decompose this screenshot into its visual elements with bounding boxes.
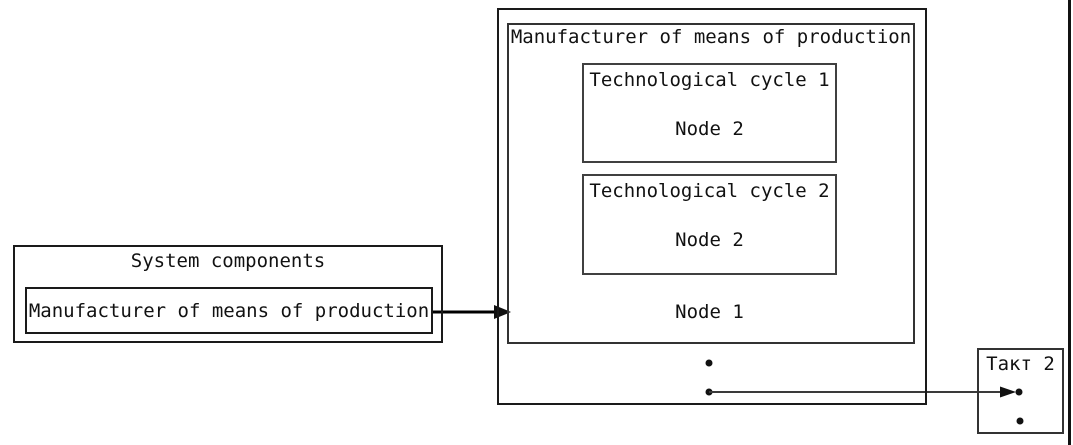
system-components-box [13, 245, 443, 343]
tech-cycle-2-title: Technological cycle 2 [589, 180, 830, 202]
manufacturer-component-box: Manufacturer of means of production [25, 287, 433, 334]
manufacturer-outer-box [497, 8, 927, 405]
tech-cycle-1-node-label: Node 2 [675, 118, 744, 140]
tech-cycle-1-title: Technological cycle 1 [589, 69, 830, 91]
page-edge-line [1068, 0, 1071, 445]
takt-2-title: Такт 2 [986, 353, 1055, 375]
node-1-label: Node 1 [675, 301, 744, 323]
manufacturer-component-label: Manufacturer of means of production [28, 299, 430, 322]
tech-cycle-2-node-label: Node 2 [675, 229, 744, 251]
takt-2-box: Такт 2 [977, 348, 1064, 434]
system-components-title: System components [130, 250, 326, 272]
tech-cycle-1-box: Technological cycle 1 Node 2 [582, 63, 837, 163]
tech-cycle-2-box: Technological cycle 2 Node 2 [582, 174, 837, 275]
manufacturer-title: Manufacturer of means of production [510, 26, 912, 48]
manufacturer-inner-box [507, 23, 915, 344]
